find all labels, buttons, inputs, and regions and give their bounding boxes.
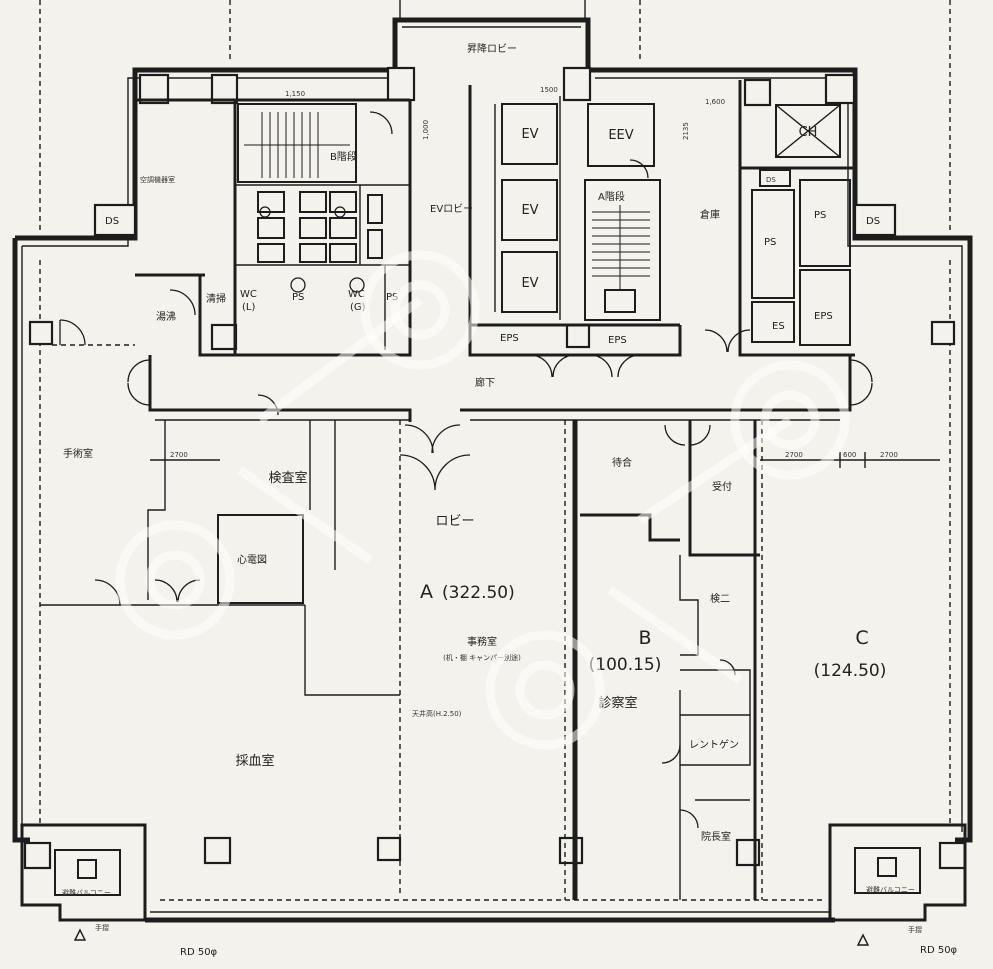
dim-2700-right: 2700 <box>785 451 803 459</box>
label-ev-1: EV <box>521 127 538 142</box>
label-tenant-b-area: (100.15) <box>589 655 662 675</box>
label-balcony-right: 避難バルコニー <box>866 885 915 894</box>
doors <box>52 111 873 829</box>
label-office-note: 事務室 <box>467 635 497 648</box>
label-eps-2: EPS <box>608 335 627 346</box>
label-lobby: ロビー <box>435 514 474 529</box>
dim-top-small2: 1,600 <box>705 98 725 106</box>
label-tenant-c-area: (124.50) <box>814 661 887 681</box>
label-ps-wc-2: PS <box>386 292 398 303</box>
stair-b-treads <box>244 112 350 178</box>
label-blood: 採血室 <box>235 753 274 769</box>
core <box>135 80 855 357</box>
label-balcony-left: 避難バルコニー <box>62 888 111 897</box>
label-ps-1: PS <box>764 237 776 248</box>
label-waiting-center: 待合 <box>612 456 632 469</box>
label-ev-lobby: EVロビー <box>430 203 473 215</box>
toilet-stalls <box>257 191 383 293</box>
label-rd-left: RD 50φ <box>180 947 218 958</box>
label-ds-small: DS <box>766 176 776 184</box>
label-eev: EEV <box>608 128 633 143</box>
tenant-walls <box>40 420 940 900</box>
label-tenant-a-letter: A <box>420 581 433 603</box>
exterior-walls <box>12 0 973 923</box>
label-kitchenette: 湯沸 <box>156 310 176 323</box>
label-storage: 倉庫 <box>700 208 720 221</box>
label-ecg: 心電図 <box>237 554 267 566</box>
label-director: 院長室 <box>701 830 731 843</box>
label-ps-wc-1: PS <box>292 292 304 303</box>
label-ds-right: DS <box>866 216 880 227</box>
label-waiting-left: 手術室 <box>63 447 93 460</box>
label-ceiling-note: 天井高(H.2.50) <box>412 709 462 718</box>
columns <box>23 66 967 870</box>
label-wc-g-sub: (G) <box>350 302 366 313</box>
label-tenant-a-area: (322.50) <box>442 583 515 603</box>
label-wc-g: WC <box>348 289 365 300</box>
label-railing-left: 手摺 <box>95 923 109 932</box>
label-es: ES <box>772 321 785 332</box>
label-eps-1: EPS <box>500 333 519 344</box>
label-exam2: 検二 <box>710 592 730 605</box>
label-elevator-hall: 昇降ロビー <box>467 42 517 55</box>
label-rd-right: RD 50φ <box>920 945 958 956</box>
dim-top-small: 1,150 <box>285 90 305 98</box>
watermark <box>115 250 850 750</box>
label-stair-a: A階段 <box>598 190 625 203</box>
label-exam-room-top: 検査室 <box>268 470 307 486</box>
label-ev-2: EV <box>521 203 538 218</box>
label-office-note-sub: (机・棚 キャンパー別途) <box>443 653 521 662</box>
label-ps-2: PS <box>814 210 826 221</box>
stair-a-treads <box>592 205 650 313</box>
label-reception: 受付 <box>712 480 732 493</box>
balconies <box>20 823 967 946</box>
dim-600: 600 <box>843 451 856 459</box>
label-wc-l: WC <box>240 289 257 300</box>
labels: 昇降ロビー EV EV EV EEV EVロビー B階段 A階段 WC (L) … <box>62 42 958 958</box>
dim-2700-left: 2700 <box>170 451 188 459</box>
label-corridor: 廊下 <box>475 376 495 389</box>
label-ev-3: EV <box>521 276 538 291</box>
label-tenant-b-letter: B <box>638 627 651 649</box>
label-ds-left: DS <box>105 216 119 227</box>
label-eps-3: EPS <box>814 311 833 322</box>
label-railing-right: 手摺 <box>908 925 922 934</box>
label-wc-l-sub: (L) <box>242 302 255 313</box>
label-equipment-note: 空調機器室 <box>140 175 175 184</box>
label-stair-b: B階段 <box>330 150 357 163</box>
dim-2700-far: 2700 <box>880 451 898 459</box>
label-janitor: 清掃 <box>206 292 226 305</box>
label-tenant-c-letter: C <box>855 627 868 649</box>
label-ch: CH <box>799 125 818 140</box>
label-consult: 診察室 <box>598 695 637 711</box>
label-xray: レントゲン <box>689 739 739 751</box>
dim-1500: 1500 <box>540 86 558 94</box>
dim-2135: 2135 <box>682 122 690 140</box>
dim-1000: 1,000 <box>422 120 430 140</box>
